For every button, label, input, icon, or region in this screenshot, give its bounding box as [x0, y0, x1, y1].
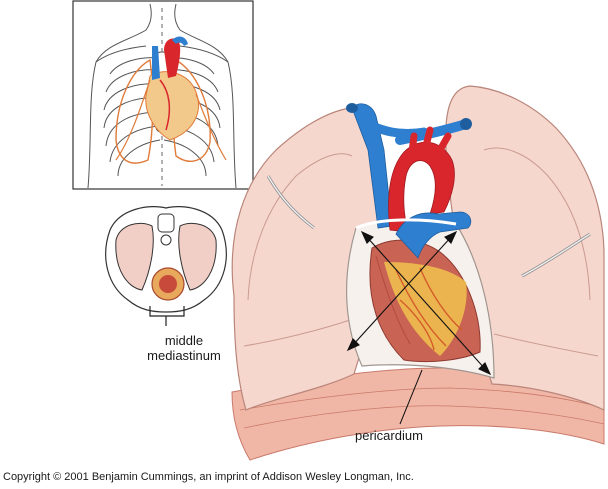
main-dissection [231, 85, 605, 461]
middle-mediastinum-label: middle mediastinum [137, 333, 231, 363]
pericardium-label: pericardium [355, 428, 423, 443]
middle-mediastinum-line1: middle [164, 333, 204, 348]
copyright-notice: Copyright © 2001 Benjamin Cummings, an i… [3, 471, 414, 483]
middle-mediastinum-line2: mediastinum [147, 348, 221, 363]
ribcage-inset [72, 0, 254, 190]
cross-section-inset [105, 206, 227, 326]
